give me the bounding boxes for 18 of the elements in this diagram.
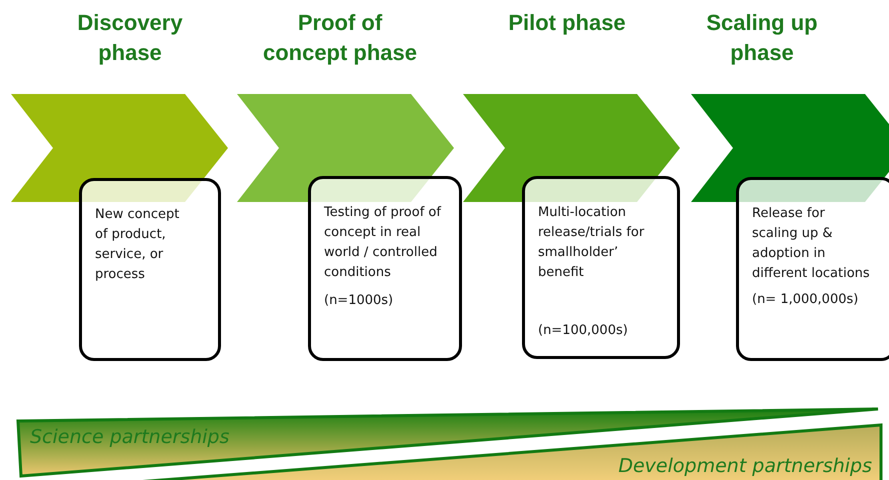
phase-title: Scaling up phase <box>705 9 819 67</box>
band-label: Development partnerships <box>618 454 872 478</box>
card-text: Release for scaling up & adoption in different locations <box>752 205 871 283</box>
description-card <box>522 176 680 359</box>
phase-title: Discovery phase <box>76 9 184 67</box>
card-text: (n= 1,000,000s) <box>752 291 860 309</box>
band-label: Science partnerships <box>30 425 230 449</box>
phase-title: Proof of concept phase <box>262 9 418 67</box>
card-text: Testing of proof of concept in real world / controlled conditions <box>324 204 442 282</box>
card-text: New concept of product, service, or process <box>95 206 180 284</box>
wedge-band <box>16 408 880 478</box>
description-card <box>308 176 462 361</box>
description-card <box>736 177 889 361</box>
card-text: Multi-location release/trials for smallholder’ benefit <box>538 204 646 282</box>
description-card <box>79 178 221 361</box>
card-text: (n=1000s) <box>324 292 394 310</box>
card-text: (n=100,000s) <box>538 322 629 340</box>
phase-title: Pilot phase <box>507 9 627 37</box>
